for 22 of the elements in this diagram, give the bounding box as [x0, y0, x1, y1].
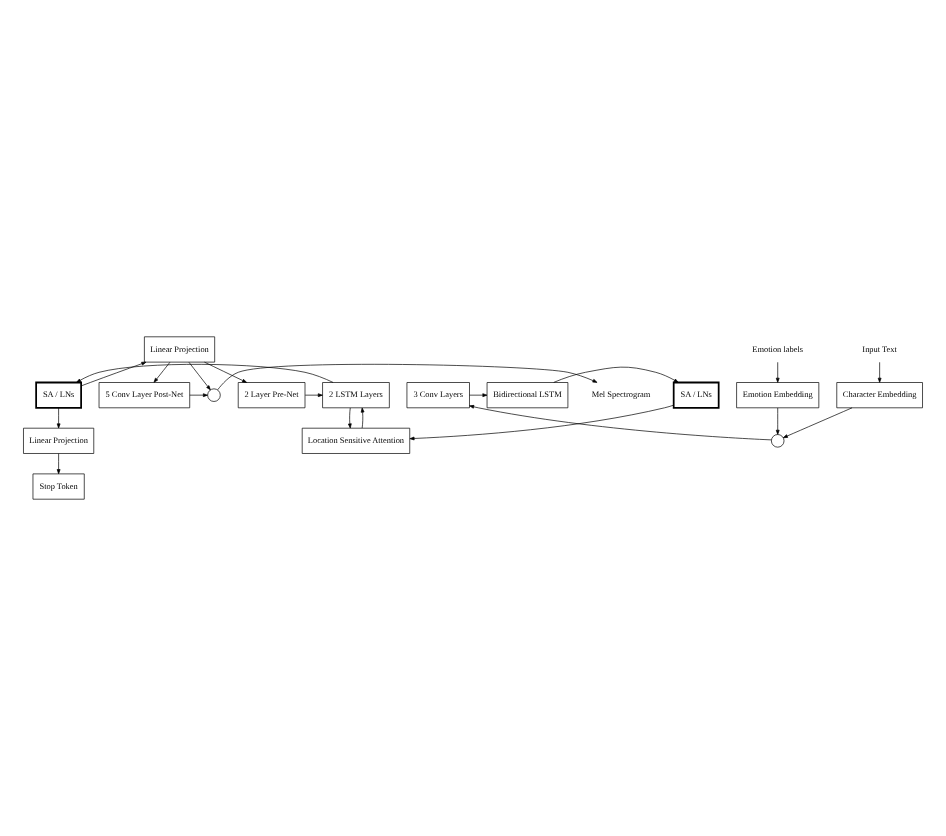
arrow [56, 407, 61, 429]
arrow [188, 361, 211, 391]
arrow [553, 366, 679, 383]
arrow [469, 405, 772, 441]
arrow [409, 404, 674, 441]
arrow [76, 364, 334, 383]
arrow [877, 361, 882, 383]
arrow [217, 363, 598, 391]
node-circle [771, 434, 785, 448]
arrow [360, 407, 365, 429]
arrow [304, 393, 323, 397]
arrow [56, 453, 61, 475]
node-circle [207, 388, 221, 402]
arrow [469, 393, 488, 397]
arrow [782, 407, 853, 439]
arrow [775, 361, 780, 383]
arrow [775, 407, 780, 435]
arrow [81, 361, 147, 387]
arrow [348, 407, 352, 429]
arrow [153, 361, 171, 383]
arrow [189, 393, 208, 397]
arrow [204, 361, 247, 383]
